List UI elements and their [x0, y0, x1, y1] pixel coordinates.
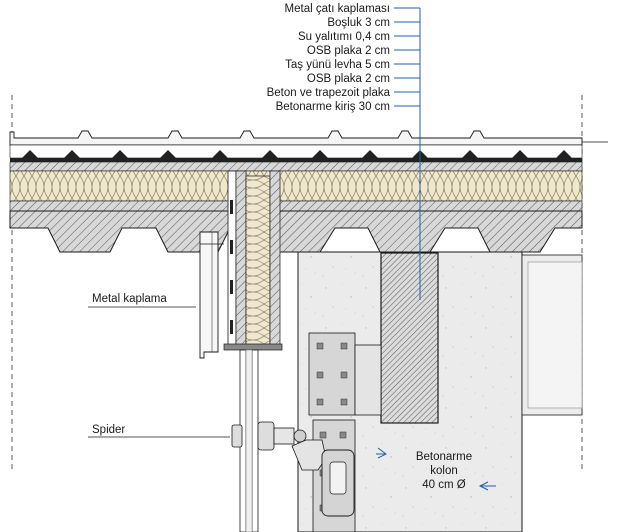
- wall-section: [223, 170, 283, 351]
- column-label-line1: Betonarme: [416, 451, 472, 463]
- label-leaders: [88, 7, 496, 491]
- layer-label-metal-roof: Metal çatı kaplaması: [285, 3, 390, 15]
- layer-label-osb-top: OSB plaka 2 cm: [307, 45, 390, 57]
- layer-label-gap: Boşluk 3 cm: [327, 17, 390, 29]
- column-label: Betonarme kolon 40 cm Ø: [416, 451, 472, 491]
- trapezoidal-deck: [9, 210, 583, 253]
- metal-roof-sheet: [9, 130, 608, 146]
- glass-mullion: [239, 349, 259, 532]
- metal-cladding-label: Metal kaplama: [92, 293, 167, 305]
- layer-label-beam: Betonarme kiriş 30 cm: [276, 101, 390, 113]
- column-label-line2: kolon: [430, 465, 458, 477]
- column-label-line3: 40 cm Ø: [422, 479, 466, 491]
- roof-insulation-layers: [9, 161, 583, 212]
- metal-cladding-panel: [199, 231, 224, 359]
- beam-section: [380, 252, 439, 424]
- spider-fitting: [231, 421, 355, 517]
- layer-label-waterproofing: Su yalıtımı 0,4 cm: [298, 31, 390, 43]
- spider-label: Spider: [92, 424, 125, 436]
- layer-label-osb-bottom: OSB plaka 2 cm: [307, 73, 390, 85]
- layer-label-deck: Beton ve trapezoit plaka: [267, 87, 391, 99]
- layer-labels: Metal çatı kaplaması Boşluk 3 cm Su yalı…: [267, 3, 391, 113]
- waterproofing-layer: [9, 144, 583, 162]
- layer-label-stone-wool: Taş yünü levha 5 cm: [285, 59, 390, 71]
